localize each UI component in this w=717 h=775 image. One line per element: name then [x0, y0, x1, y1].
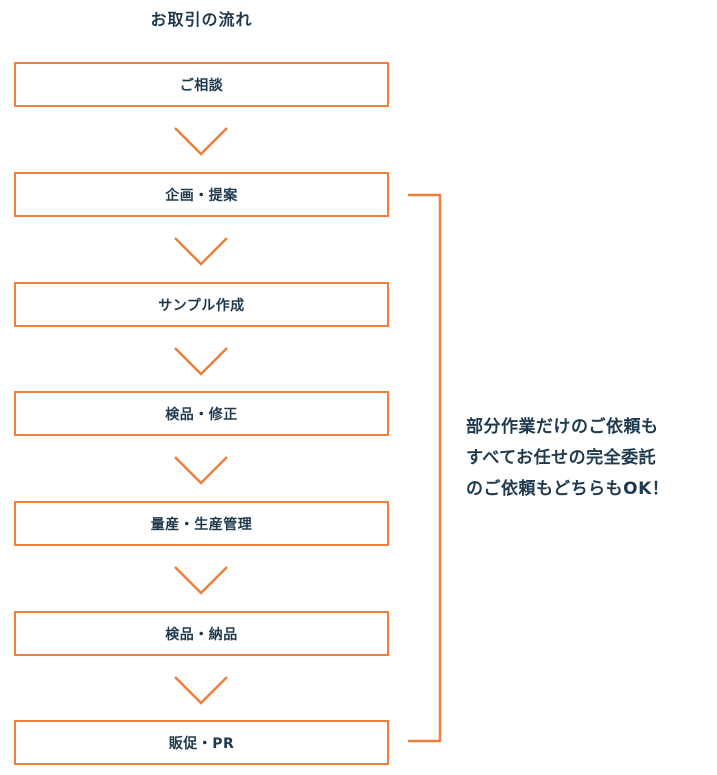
step-inspection-delivery: 検品・納品: [14, 611, 389, 656]
chevron-down-icon: [174, 127, 228, 156]
range-bracket: [408, 193, 442, 743]
step-consultation: ご相談: [14, 62, 389, 107]
step-promotion: 販促・PR: [14, 720, 389, 765]
note-line: すべてお任せの完全委託: [466, 448, 657, 468]
chevron-down-icon: [174, 456, 228, 485]
chevron-down-icon: [174, 676, 228, 705]
page-title: お取引の流れ: [150, 10, 253, 29]
note-line: 部分作業だけのご依頼も: [466, 417, 659, 437]
step-sample: サンプル作成: [14, 282, 389, 327]
chevron-down-icon: [174, 566, 228, 595]
note-line: のご依頼もどちらもOK！: [466, 479, 670, 499]
step-planning: 企画・提案: [14, 172, 389, 217]
chevron-down-icon: [174, 347, 228, 376]
chevron-down-icon: [174, 237, 228, 266]
flexible-service-note: 部分作業だけのご依頼も すべてお任せの完全委託 のご依頼もどちらもOK！: [466, 412, 716, 505]
step-inspection-fix: 検品・修正: [14, 391, 389, 436]
step-mass-production: 量産・生産管理: [14, 501, 389, 546]
